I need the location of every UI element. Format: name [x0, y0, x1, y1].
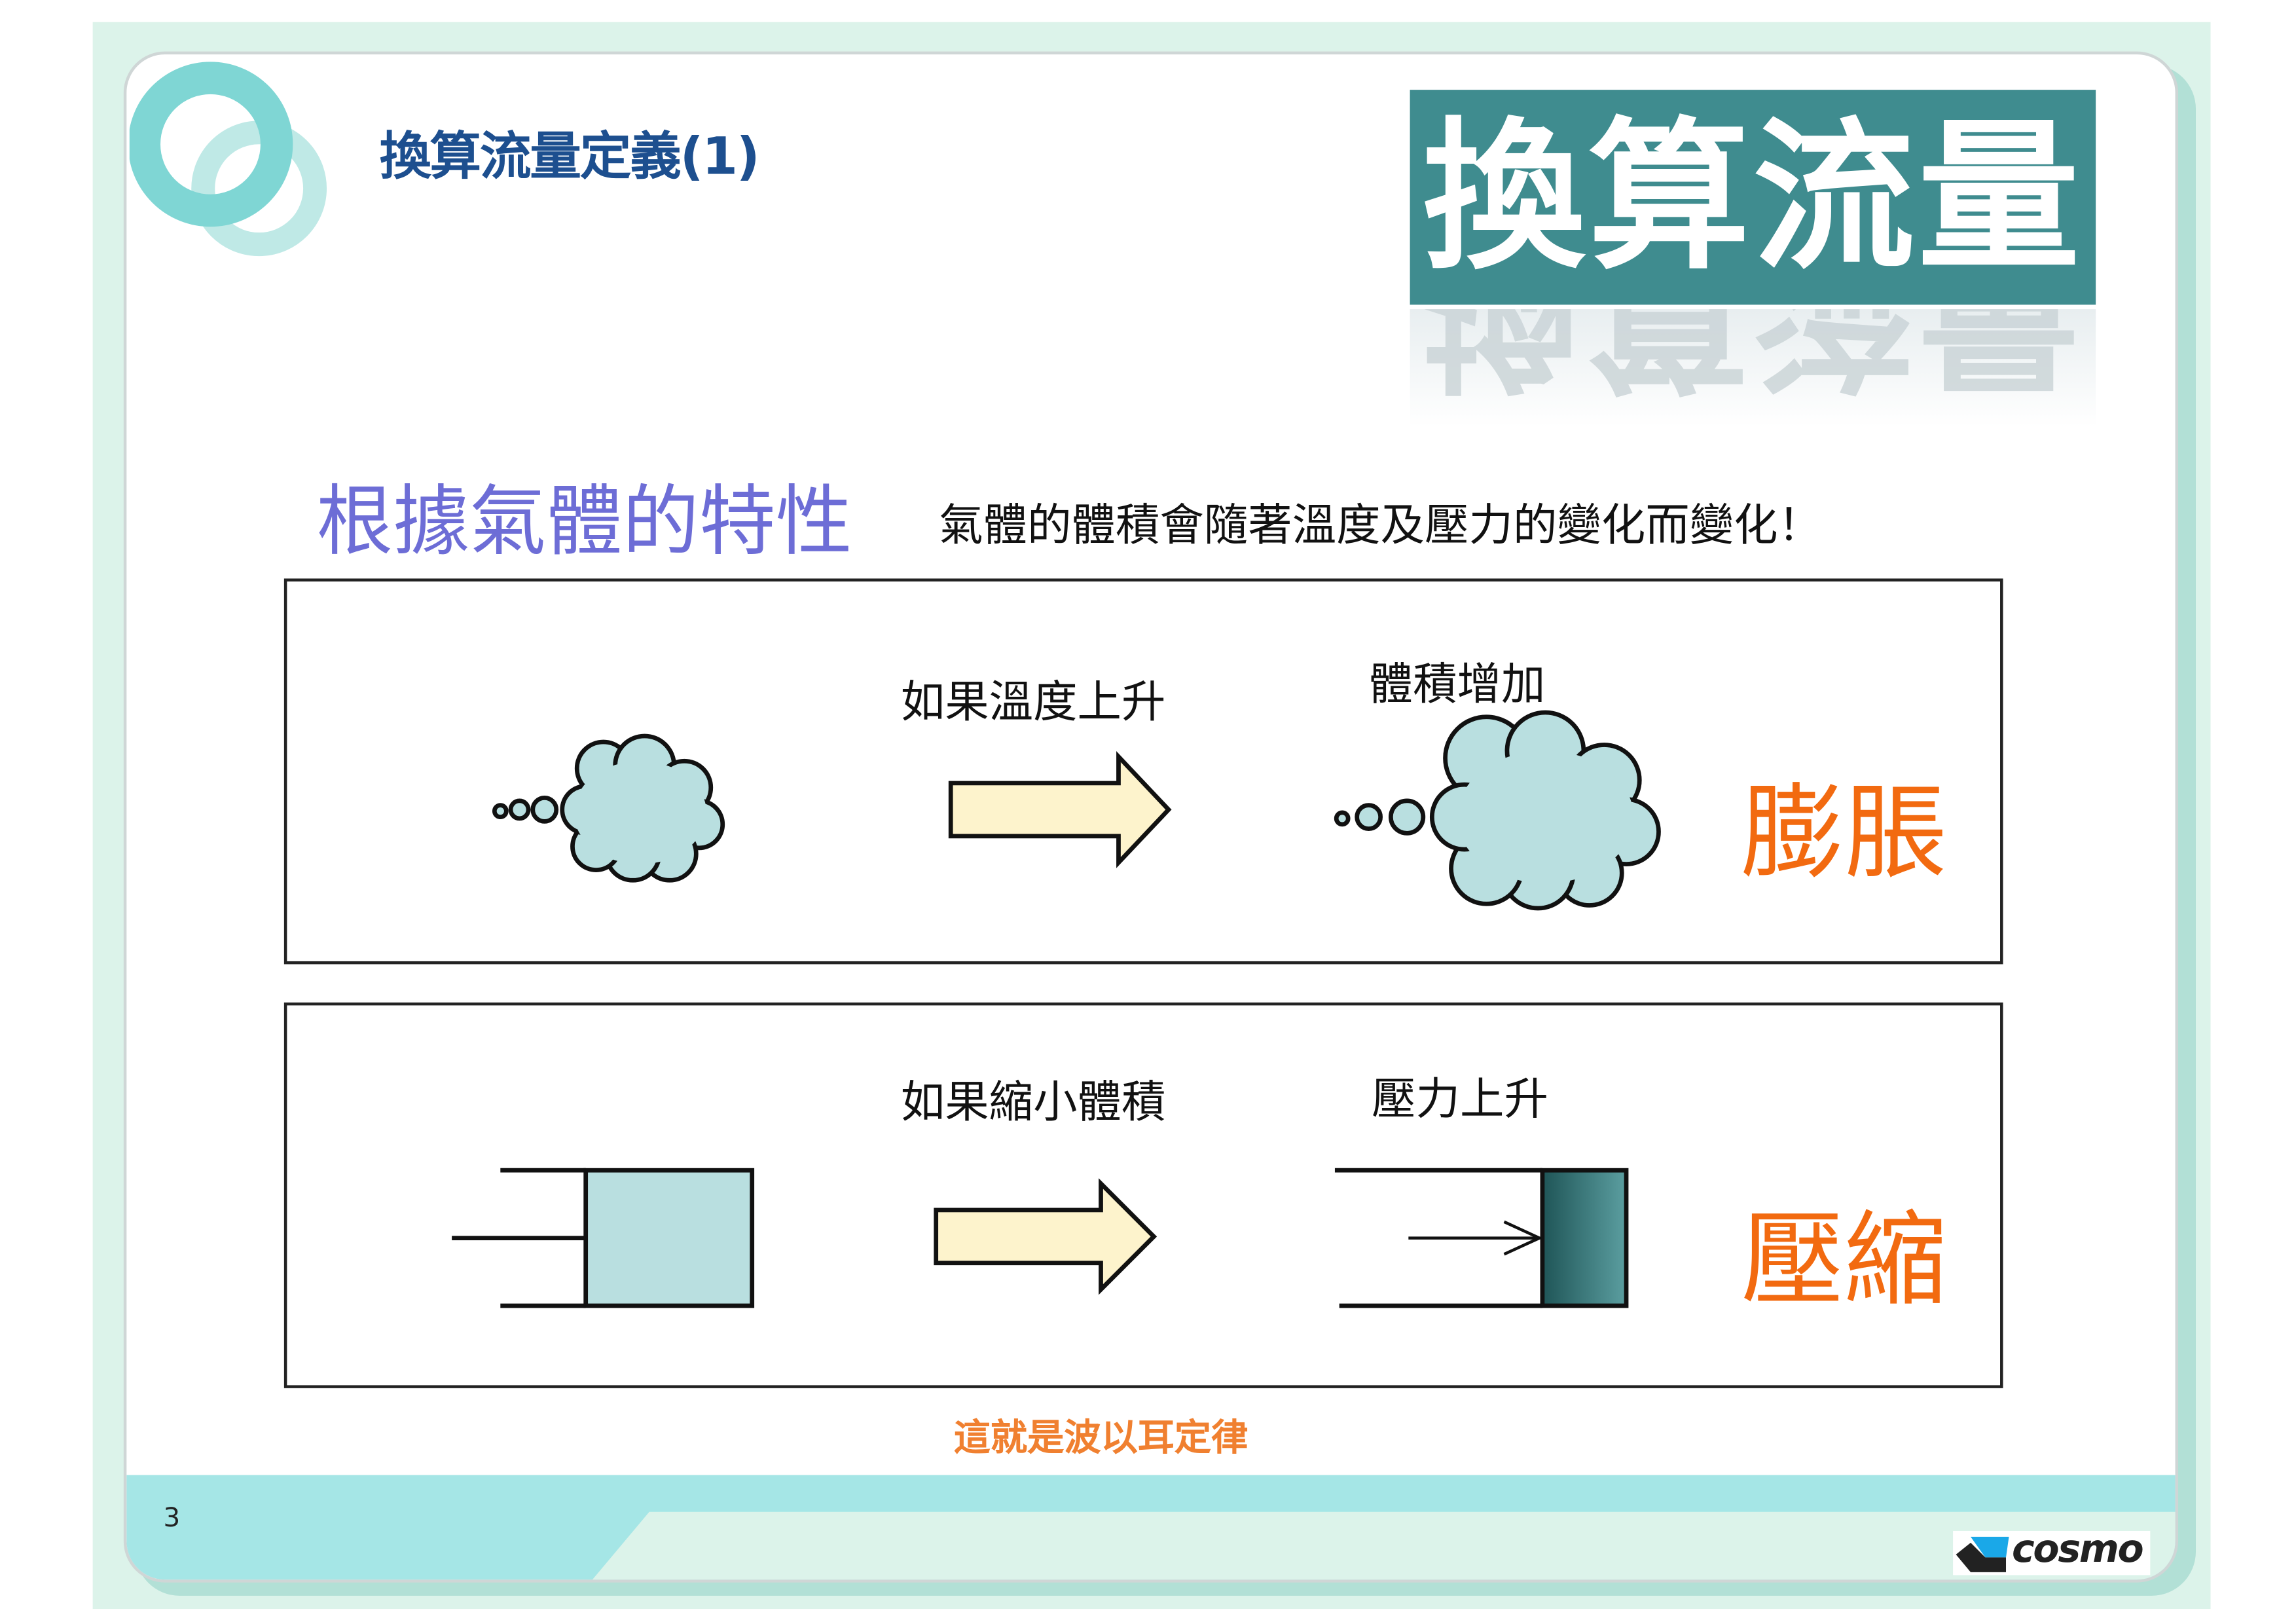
effect-label: 膨脹 [1741, 773, 1948, 894]
title-badge: 換算流量 [1410, 90, 2096, 305]
small-gas-cloud-icon [492, 733, 725, 883]
result-label: 體積增加 [1368, 659, 1546, 711]
expansion-panel [283, 578, 2003, 965]
title-badge-reflection: 換算流量 [1410, 309, 2096, 427]
page-number: 3 [163, 1503, 181, 1534]
condition-label: 如果溫度上升 [900, 677, 1166, 729]
logo-text: cosmo [2012, 1528, 2144, 1572]
result-label: 壓力上升 [1372, 1075, 1548, 1126]
section-heading: 根據氣體的特性 [316, 478, 852, 567]
right-arrow-icon [934, 1178, 1157, 1295]
condition-label: 如果縮小體積 [900, 1077, 1166, 1130]
cosmo-logo: cosmo [1953, 1528, 2151, 1576]
cylinder-uncompressed-icon [452, 1168, 755, 1308]
rings-decoration-icon [129, 62, 327, 257]
law-note: 這就是波以耳定律 [953, 1416, 1248, 1459]
right-arrow-icon [948, 750, 1172, 868]
footer-band-cut [575, 1511, 2176, 1580]
large-gas-cloud-icon [1334, 710, 1661, 911]
compression-panel [283, 1002, 2003, 1388]
effect-label: 壓縮 [1741, 1200, 1948, 1321]
cosmo-logo-mark-icon [1956, 1536, 2009, 1572]
slide-title: 換算流量定義(1) [379, 128, 760, 187]
reflection-text: 換算流量 [1423, 309, 2083, 408]
section-subheading: 氣體的體積會隨著溫度及壓力的變化而變化！ [939, 500, 1823, 552]
cylinder-compressed-icon [1334, 1168, 1629, 1308]
